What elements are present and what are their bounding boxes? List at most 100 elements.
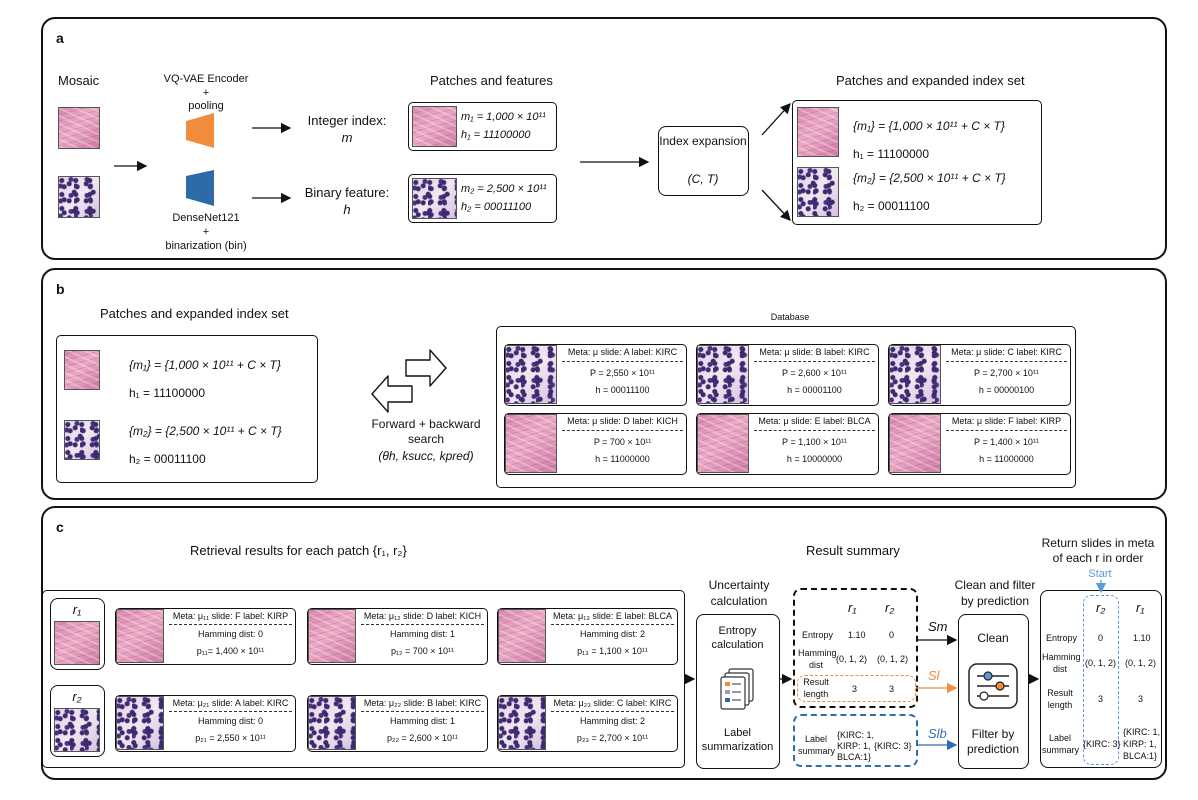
database-card-meta: Meta: μ slide: C label: KIRC [951, 347, 1062, 357]
panel-a-label: a [56, 30, 64, 46]
retrieval-result-p: p₂₂ = 2,600 × 10¹¹ [386, 733, 459, 743]
database-card-divider [946, 430, 1067, 431]
summary-label-label-1: Label [804, 734, 828, 744]
final-col-r1: r₁ [1136, 600, 1145, 615]
final-label-label-1: Label [1048, 733, 1072, 743]
densenet-label: DenseNet121 [172, 212, 240, 224]
retrieval-result-meta: Meta: μ₂₂ slide: B label: KIRC [363, 698, 482, 708]
database-card-meta: Meta: μ slide: D label: KICH [567, 416, 678, 426]
summary-col-r1: r₁ [848, 600, 857, 615]
retrieval-result-divider [169, 624, 292, 625]
r1-card: r₁ [50, 598, 105, 670]
uncertainty-box: Entropy calculation Label summarization [696, 614, 780, 769]
database-card-p: P = 700 × 10¹¹ [593, 437, 652, 447]
pooling-label: pooling [188, 100, 224, 112]
final-start-column [1083, 595, 1119, 765]
panel-c-label: c [56, 519, 64, 535]
retrieval-result-hamming: Hamming dist: 1 [389, 629, 456, 639]
start-label: Start [1088, 568, 1112, 580]
mosaic-patch-1 [58, 107, 100, 149]
expanded-a-thumb-1 [797, 107, 839, 157]
database-card-divider [562, 361, 683, 362]
r1-thumb [54, 621, 100, 665]
database-card-thumb [505, 345, 557, 404]
binarization-label: binarization (bin) [165, 240, 247, 252]
database-card-p: P = 2,600 × 10¹¹ [782, 368, 847, 378]
retrieval-result-card: Meta: μ₂₂ slide: B label: KIRC Hamming di… [307, 695, 488, 752]
retrieval-result-meta: Meta: μ₁₃ slide: E label: BLCA [553, 611, 672, 621]
retrieval-result-divider [361, 624, 484, 625]
summary-entropy-r1: 1.10 [848, 630, 866, 640]
retrieval-result-divider [551, 711, 674, 712]
s-lb-label: Slb [928, 726, 947, 741]
return-title-1: Return slides in meta [1041, 536, 1155, 550]
database-card-meta: Meta: μ slide: E label: BLCA [758, 416, 871, 426]
database-card: Meta: μ slide: C label: KIRC P = 2,700 × … [888, 344, 1071, 406]
database-card-divider [562, 430, 683, 431]
retrieval-result-meta: Meta: μ₂₁ slide: A label: KIRC [172, 698, 289, 708]
database-card-h: h = 11000000 [979, 454, 1034, 464]
expanded-index-box-b: {m₁} = {1,000 × 10¹¹ + C × T} h₁ = 11100… [56, 335, 318, 483]
final-hamming-b: (0, 1, 2) [1125, 658, 1157, 668]
patch-1-thumb [412, 106, 457, 147]
final-label-b-2: KIRP: 1, [1123, 739, 1157, 749]
database-card-divider [946, 361, 1067, 362]
retrieval-result-p: p₁₁= 1,400 × 10¹¹ [196, 646, 265, 656]
database-card-h: h = 00011100 [595, 385, 650, 395]
index-expansion-label: Index expansion [659, 134, 747, 148]
summary-hamming-r1: (0, 1, 2) [836, 654, 868, 664]
patch-1-h: h₁ = 11100000 [461, 129, 531, 141]
patch-2-thumb [412, 178, 457, 219]
final-col-r2: r₂ [1096, 600, 1106, 615]
final-entropy-a: 0 [1098, 633, 1104, 643]
retrieval-result-p: p₂₃ = 2,700 × 10¹¹ [576, 733, 649, 743]
final-entropy-b: 1.10 [1133, 633, 1151, 643]
database-card-p: P = 2,700 × 10¹¹ [974, 368, 1039, 378]
return-title-2: of each r in order [1052, 551, 1144, 565]
r2-label: r₂ [72, 689, 82, 704]
summary-entropy-label: Entropy [802, 630, 834, 640]
summary-hamming-label-2: dist [808, 660, 823, 670]
database-title: Database [770, 312, 810, 322]
filter-sliders-icon [968, 663, 1018, 709]
patches-features-title: Patches and features [430, 73, 553, 88]
s-m-label: Sm [928, 619, 948, 634]
final-length-label-1: Result [1047, 688, 1073, 698]
final-length-a: 3 [1098, 694, 1104, 704]
expanded-a-m1: {m₁} = {1,000 × 10¹¹ + C × T} [853, 119, 1005, 133]
retrieval-result-hamming: Hamming dist: 2 [579, 716, 646, 726]
database-card-divider [754, 430, 875, 431]
retrieval-result-hamming: Hamming dist: 2 [579, 629, 646, 639]
database-card: Meta: μ slide: D label: KICH P = 700 × 10… [504, 413, 687, 475]
final-box [1040, 590, 1162, 768]
retrieval-result-hamming: Hamming dist: 1 [389, 716, 456, 726]
summary-length-r2: 3 [889, 684, 895, 694]
binary-feature-symbol: h [343, 202, 351, 217]
final-entropy-label: Entropy [1046, 633, 1078, 643]
entropy-calc-1: Entropy [718, 625, 757, 637]
expanded-index-box-a: {m₁} = {1,000 × 10¹¹ + C × T} h₁ = 11100… [792, 100, 1042, 225]
retrieval-result-thumb [116, 696, 164, 750]
expanded-a-h2: h₂ = 00011100 [853, 199, 930, 213]
expanded-index-title-a: Patches and expanded index set [836, 73, 1025, 88]
patch-feature-box-1: m₁ = 1,000 × 10¹¹ h₁ = 11100000 [408, 102, 557, 151]
database-card-meta: Meta: μ slide: A label: KIRC [567, 347, 678, 357]
summary-orange-dashbox [797, 675, 916, 702]
database-card-p: P = 1,100 × 10¹¹ [782, 437, 847, 447]
retrieval-result-meta: Meta: μ₁₂ slide: D label: KICH [363, 611, 482, 621]
summary-entropy-r2: 0 [889, 630, 895, 640]
database-card-h: h = 00001100 [787, 385, 842, 395]
label-summ-2: summarization [701, 741, 774, 753]
search-label-1: Forward + backward [371, 417, 481, 431]
retrieval-result-thumb [308, 696, 356, 750]
database-card-p: P = 2,550 × 10¹¹ [590, 368, 655, 378]
database-card-thumb [697, 345, 749, 404]
patch-feature-box-2: m₂ = 2,500 × 10¹¹ h₂ = 00011100 [408, 174, 557, 223]
retrieval-title: Retrieval results for each patch {r₁, r₂… [190, 543, 407, 558]
retrieval-result-p: p₁₂ = 700 × 10¹¹ [390, 646, 455, 656]
retrieval-result-hamming: Hamming dist: 0 [197, 629, 264, 639]
patch-1-m: m₁ = 1,000 × 10¹¹ [461, 111, 546, 123]
r2-thumb [54, 708, 100, 752]
mosaic-patch-2 [58, 176, 100, 218]
